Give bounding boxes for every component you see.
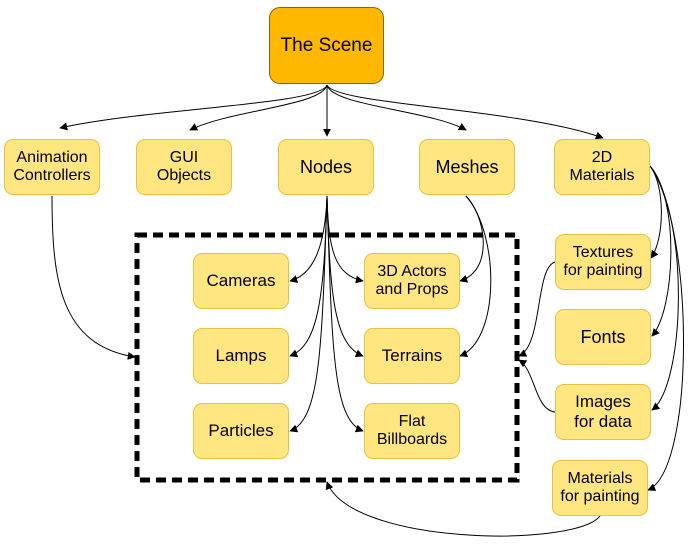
node-label: The Scene xyxy=(280,34,373,56)
node-2d-materials[interactable]: 2D Materials xyxy=(554,139,650,195)
node-the-scene[interactable]: The Scene xyxy=(269,7,384,84)
edge-scene-gui xyxy=(189,84,328,131)
node-label: Lamps xyxy=(215,346,267,366)
node-lamps[interactable]: Lamps xyxy=(193,328,289,384)
node-fonts[interactable]: Fonts xyxy=(555,309,651,365)
node-terrains[interactable]: Terrains xyxy=(364,328,460,384)
node-label: Terrains xyxy=(381,346,443,366)
edge-2dmaterials-textures xyxy=(649,165,662,259)
node-label: Images for data xyxy=(574,392,632,431)
node-label: 2D Materials xyxy=(569,148,635,184)
node-meshes[interactable]: Meshes xyxy=(419,139,515,195)
node-label: Cameras xyxy=(206,271,276,291)
edge-nodes-cameras xyxy=(289,195,328,283)
edge-textures-group xyxy=(518,261,556,357)
edge-scene-animation xyxy=(59,84,328,131)
edge-nodes-particles xyxy=(289,195,328,433)
node-label: Textures for painting xyxy=(563,243,643,279)
node-label: Flat Billboards xyxy=(376,412,448,448)
node-materials-for-painting[interactable]: Materials for painting xyxy=(552,460,648,516)
edge-images-group xyxy=(518,359,556,413)
node-particles[interactable]: Particles xyxy=(193,403,289,459)
node-label: Materials for painting xyxy=(560,469,640,505)
node-label: GUI Objects xyxy=(156,148,212,184)
node-gui-objects[interactable]: GUI Objects xyxy=(136,139,232,195)
node-nodes[interactable]: Nodes xyxy=(278,139,374,195)
edge-nodes-actors xyxy=(326,195,364,284)
node-flat-billboards[interactable]: Flat Billboards xyxy=(364,403,460,459)
edge-2dmaterials-materials xyxy=(647,165,684,491)
edge-meshes-terrains xyxy=(459,195,492,358)
edge-animation-group xyxy=(51,195,136,360)
node-label: Fonts xyxy=(580,326,626,347)
edge-scene-2dmaterials xyxy=(326,84,604,140)
group-boundary xyxy=(134,232,520,483)
node-label: Particles xyxy=(208,421,274,441)
node-label: Nodes xyxy=(299,156,353,177)
edge-materials-group xyxy=(325,481,601,537)
node-label: Animation Controllers xyxy=(13,148,91,184)
node-3d-actors-props[interactable]: 3D Actors and Props xyxy=(364,253,460,309)
node-cameras[interactable]: Cameras xyxy=(193,253,289,309)
node-label: 3D Actors and Props xyxy=(375,262,449,298)
node-textures-for-painting[interactable]: Textures for painting xyxy=(555,234,651,290)
edge-nodes-billboards xyxy=(326,195,364,433)
edge-scene-meshes xyxy=(326,84,467,131)
node-images-for-data[interactable]: Images for data xyxy=(555,384,651,440)
node-label: Meshes xyxy=(435,156,499,177)
edge-2dmaterials-images xyxy=(649,165,679,411)
edge-meshes-actors xyxy=(459,195,484,283)
edge-2dmaterials-fonts xyxy=(649,165,672,337)
node-animation-controllers[interactable]: Animation Controllers xyxy=(4,139,100,195)
